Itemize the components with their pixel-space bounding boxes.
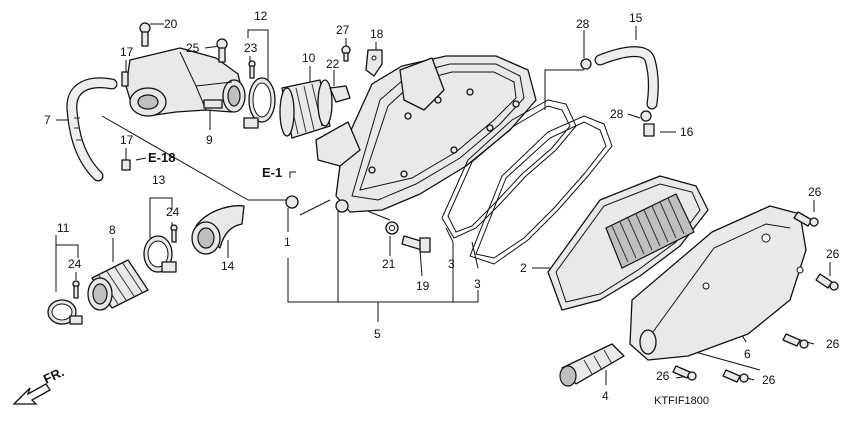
part-7-breather-hose [66,77,118,182]
part-8-boot [87,259,149,311]
callout-17b: 17 [120,133,134,147]
small-parts-top-center [329,45,383,103]
part-12-clamp [243,77,276,129]
callout-6: 6 [744,347,751,361]
callout-4: 4 [602,389,609,403]
small-parts-top-left [121,22,256,171]
callout-14: 14 [221,259,235,273]
ref-e18: E-18 [148,150,175,165]
callout-3: 3 [448,257,455,271]
callout-24: 24 [166,205,180,219]
callout-17: 17 [120,45,134,59]
part-5-air-cleaner-case [315,55,537,213]
part-11-clamp [47,280,83,325]
callout-16: 16 [680,125,694,139]
direction-label: FR. [41,364,66,386]
callout-8: 8 [109,223,116,237]
part-6-cover [629,205,807,361]
part-10-intake-boot [279,79,333,139]
callout-2: 2 [520,261,527,275]
callout-24b: 24 [68,257,82,271]
callout-20: 20 [164,17,178,31]
front-arrow-icon [12,383,51,405]
part-4-drain-tube [559,343,625,387]
part-2-filter-element [547,175,709,311]
front-direction-indicator: FR. [12,364,66,405]
callout-12: 12 [254,9,268,23]
callout-5: 5 [374,327,381,341]
callout-26e: 26 [656,369,670,383]
callout-15: 15 [629,11,643,25]
callout-26b: 26 [826,247,840,261]
small-parts-bottom-center [285,195,431,253]
callout-7: 7 [44,113,51,127]
callout-13: 13 [152,173,166,187]
part-3-gaskets [441,99,613,265]
callout-18: 18 [370,27,384,41]
callout-11: 11 [57,221,70,235]
part-15-tube [580,46,659,137]
callout-22: 22 [326,57,340,71]
callout-9: 9 [206,133,213,147]
part-14-duct [191,205,245,255]
callout-27: 27 [336,23,350,37]
diagram-code: KTFIF1800 [654,395,709,407]
callout-26: 26 [808,185,822,199]
callout-10: 10 [302,51,316,65]
callout-1: 1 [284,235,291,249]
callout-3b: 3 [474,277,481,291]
callout-26d: 26 [762,373,776,387]
part-26-screws [672,211,839,383]
callout-28b: 28 [610,107,624,121]
callout-labels: 1 2 3 3 4 5 6 7 8 9 10 11 12 13 14 15 16… [44,9,840,403]
callout-21: 21 [382,257,396,271]
callout-19: 19 [416,279,430,293]
part-13-clamp [143,224,178,273]
ref-e1: E-1 [262,165,282,180]
reference-labels: E-18 E-1 [135,150,296,180]
callout-28: 28 [576,17,590,31]
callout-23: 23 [244,41,258,55]
callout-26c: 26 [826,337,840,351]
callout-25: 25 [186,41,200,55]
part-9-connecting-tube [125,47,246,117]
